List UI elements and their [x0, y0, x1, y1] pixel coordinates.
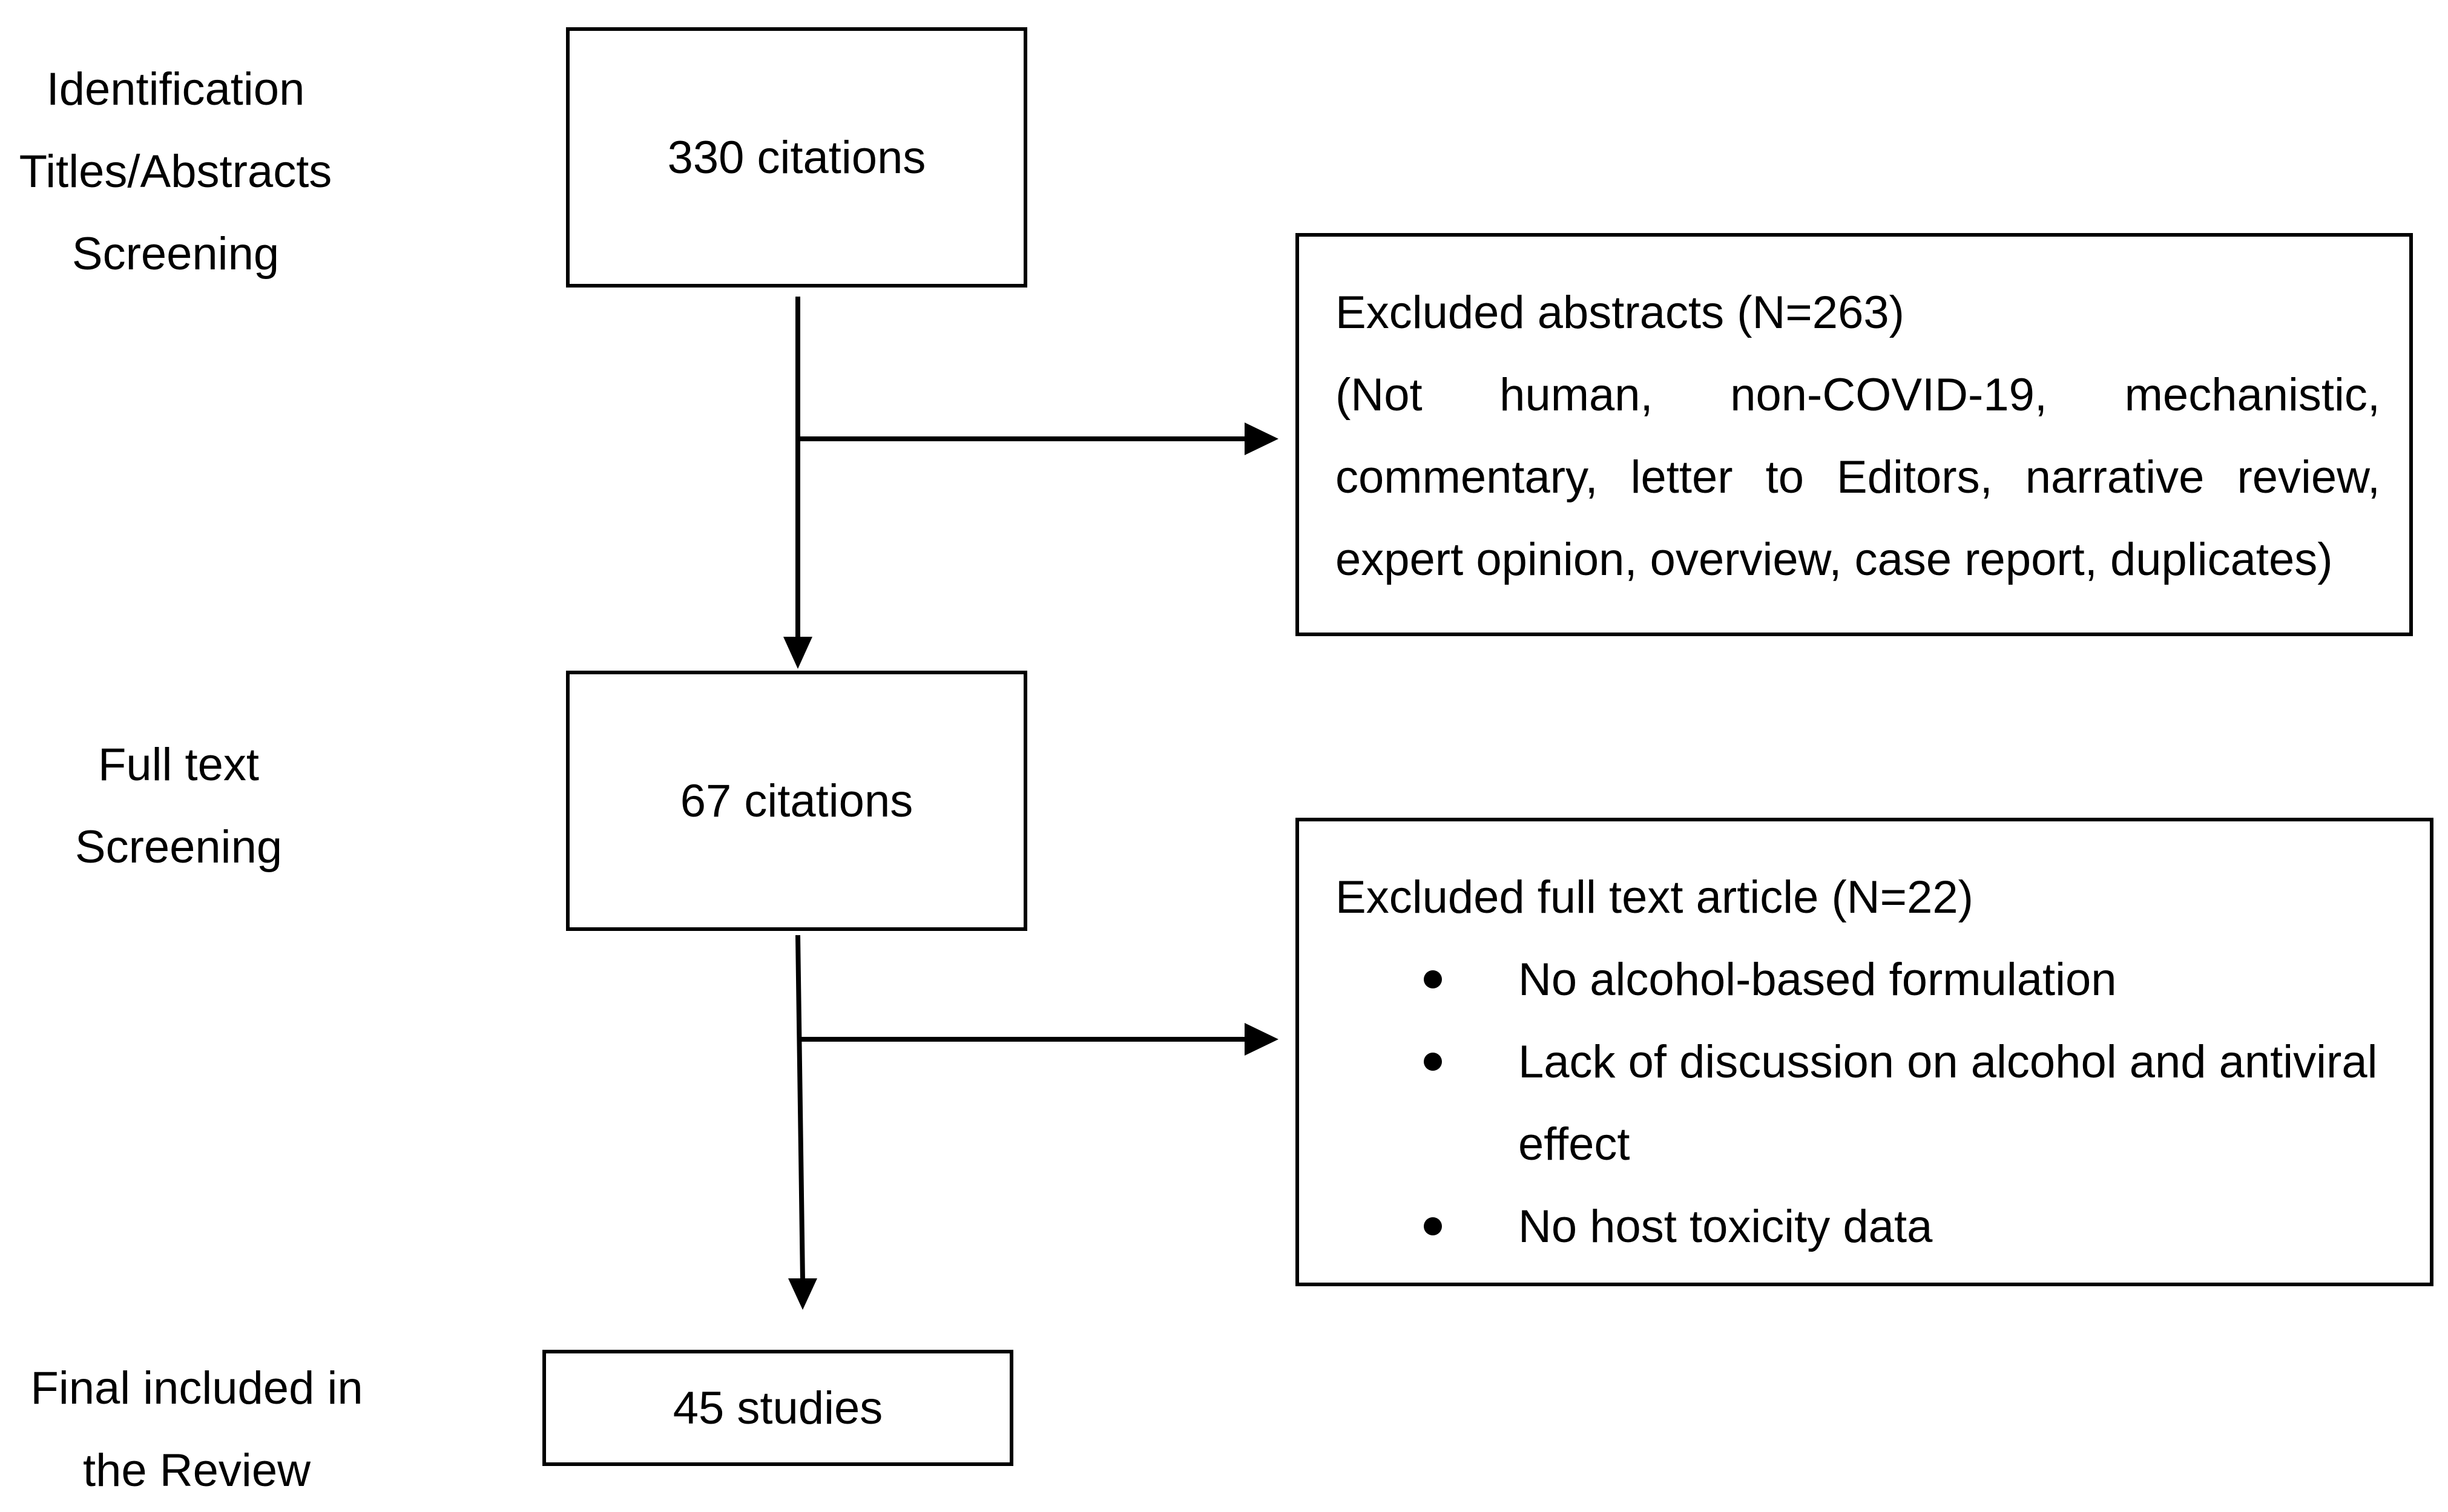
reason-text: No host toxicity data: [1518, 1201, 1933, 1252]
arrowhead-down: [783, 637, 812, 669]
bullet-icon: [1424, 1217, 1442, 1235]
bullet-icon: [1424, 970, 1442, 988]
excluded-fulltext-reasons: No alcohol-based formulation Lack of dis…: [1335, 939, 2401, 1268]
list-item: No host toxicity data: [1335, 1186, 2401, 1268]
list-item: No alcohol-based formulation: [1335, 939, 2401, 1021]
arrowhead-down: [788, 1278, 817, 1310]
reason-text: No alcohol-based formulation: [1518, 954, 2117, 1005]
list-item: Lack of discussion on alcohol and antivi…: [1335, 1021, 2401, 1186]
excluded-abstracts-reasons: (Not human, non-COVID-19, mechanistic, c…: [1335, 369, 2380, 585]
box-excluded-fulltext: Excluded full text article (N=22) No alc…: [1295, 818, 2433, 1286]
box-label: 45 studies: [673, 1382, 883, 1434]
box-excluded-abstracts: Excluded abstracts (N=263) (Not human, n…: [1295, 233, 2413, 636]
stage-label-identification: Identification Titles/Abstracts Screenin…: [0, 48, 351, 295]
stage-label-line: Identification: [46, 64, 305, 115]
stage-label-full-text: Full text Screening: [0, 724, 357, 889]
stage-label-line: Screening: [74, 821, 283, 873]
connector-line: [795, 935, 805, 1281]
stage-label-line: Titles/Abstracts: [19, 146, 332, 197]
stage-label-line: Screening: [71, 228, 280, 280]
bullet-icon: [1424, 1053, 1442, 1071]
box-label: 67 citations: [680, 775, 913, 827]
excluded-abstracts-title: Excluded abstracts (N=263): [1335, 287, 1904, 338]
excluded-fulltext-title: Excluded full text article (N=22): [1335, 872, 1973, 923]
box-fulltext-citations: 67 citations: [566, 671, 1027, 931]
stage-label-line: Final included in: [30, 1362, 363, 1414]
stage-label-line: the Review: [83, 1445, 311, 1496]
box-initial-citations: 330 citations: [566, 27, 1027, 288]
box-label: 330 citations: [667, 131, 926, 183]
reason-text: Lack of discussion on alcohol and antivi…: [1518, 1036, 2378, 1170]
arrowhead-right: [1245, 422, 1278, 455]
arrowhead-right: [1245, 1023, 1278, 1056]
box-included-studies: 45 studies: [542, 1350, 1013, 1466]
stage-label-final: Final included in the Review: [0, 1347, 393, 1512]
stage-label-line: Full text: [97, 739, 260, 791]
